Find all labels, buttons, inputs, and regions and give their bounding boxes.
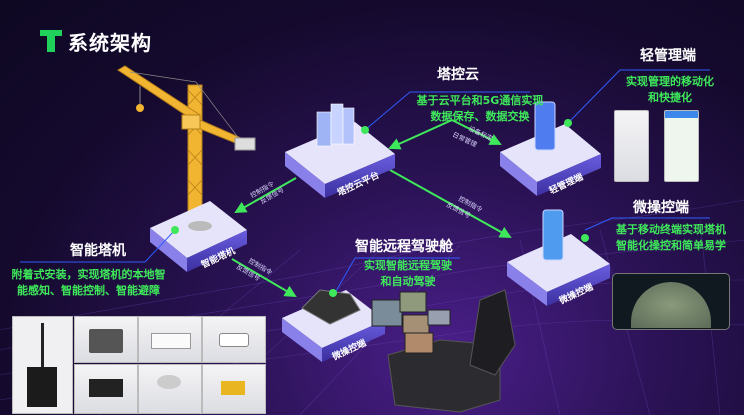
- arrow-crane-to-cockpit: [231, 258, 297, 298]
- product-control-box: [74, 316, 138, 363]
- cockpit-desc: 实现智能远程驾驶 和自动驾驶: [358, 258, 458, 290]
- crane-desc: 附着式安装，实现塔机的本地智 能感知、智能控制、智能避障: [6, 267, 171, 299]
- desc-line: 数据保存、数据交换: [430, 110, 530, 123]
- arrow-cloud-from-light: [388, 119, 453, 150]
- micro-ctrl-heading: 微操控端: [633, 200, 689, 216]
- monitor: [371, 299, 403, 327]
- product-camera: [202, 316, 266, 363]
- product-controller: [74, 364, 138, 414]
- product-sensor-pole: [12, 316, 73, 414]
- server-icon: [316, 111, 332, 147]
- light-mgmt-desc: 实现管理的移动化 和快捷化: [615, 74, 725, 106]
- crane-heading: 智能塔机: [70, 243, 126, 259]
- remote-cockpit-illustration: [371, 289, 516, 413]
- arrow-cloud-to-micro: [389, 169, 512, 238]
- arrow-cloud-to-crane: [234, 177, 297, 213]
- product-yellow-sensor: [202, 364, 266, 414]
- phone-icon: [534, 101, 556, 151]
- T-logo-icon: [40, 30, 62, 52]
- desc-line: 附着式安装，实现塔机的本地智: [11, 268, 166, 281]
- platform-light-mgmt[interactable]: 轻管理端: [500, 101, 601, 197]
- cockpit-heading: 智能远程驾驶舱: [355, 239, 453, 255]
- platform-micro-ctrl[interactable]: 微操控端: [507, 209, 610, 307]
- light-mgmt-heading: 轻管理端: [640, 48, 696, 64]
- phone-icon: [542, 209, 564, 261]
- platform-cockpit[interactable]: 微操控端: [282, 289, 385, 363]
- tablet-screenshot: [612, 273, 730, 330]
- desc-line: 实现管理的移动化: [626, 75, 714, 88]
- product-antenna: [138, 364, 202, 414]
- green-dots: [171, 119, 589, 297]
- desc-line: 和自动驾驶: [380, 275, 436, 288]
- cloud-heading: 塔控云: [437, 67, 479, 83]
- mini-cockpit-icon: [301, 289, 361, 325]
- product-radar: [138, 316, 202, 363]
- desc-line: 智能化操控和简单易学: [616, 239, 726, 252]
- platform-crane[interactable]: 智能塔机: [150, 201, 247, 272]
- desc-line: 实现智能远程驾驶: [364, 259, 452, 272]
- arrow-to-light: [451, 119, 502, 145]
- desc-line: 能感知、智能控制、智能避障: [17, 284, 160, 297]
- tower-crane-illustration: [117, 65, 256, 226]
- micro-ctrl-desc: 基于移动终端实现塔机 智能化操控和简单易学: [606, 222, 736, 254]
- desc-line: 基于云平台和5G通信实现: [416, 94, 544, 107]
- desc-line: 基于移动终端实现塔机: [616, 223, 726, 236]
- app-screenshot: [664, 110, 699, 182]
- app-screenshot: [614, 110, 649, 182]
- page-title: 系统架构: [68, 31, 152, 55]
- link-arrows: [231, 119, 512, 298]
- desc-line: 和快捷化: [648, 91, 692, 104]
- cloud-desc: 基于云平台和5G通信实现 数据保存、数据交换: [405, 93, 555, 125]
- leader-lines: [20, 69, 710, 294]
